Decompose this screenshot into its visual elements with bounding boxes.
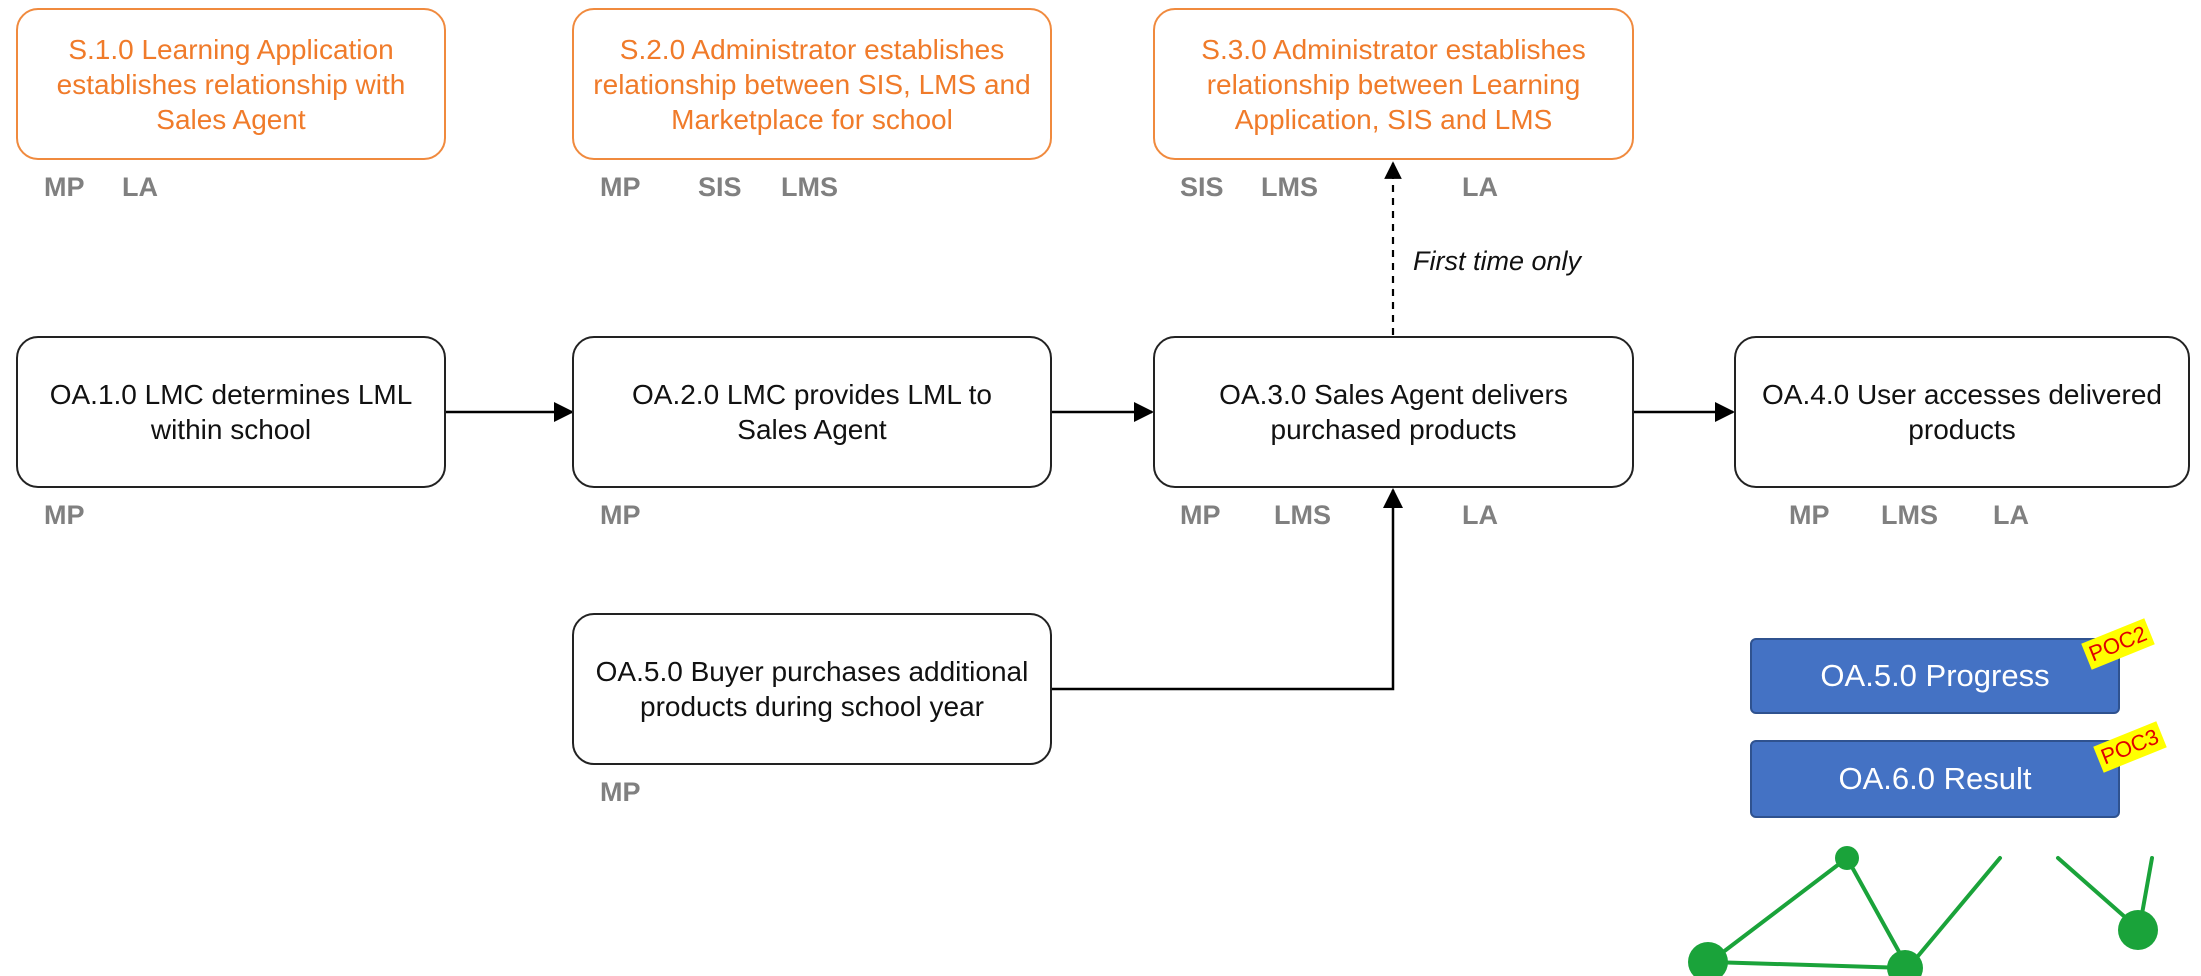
box-s2-0-line: relationship between SIS, LMS and [593, 68, 1031, 100]
system-tag: LA [1993, 500, 2029, 530]
box-oa4-0-line: products [1908, 414, 2016, 445]
oa6-result-label: OA.6.0 Result [1838, 761, 2032, 796]
first-time-only-label: First time only [1413, 246, 1582, 276]
system-tag: MP [1180, 500, 1221, 530]
box-oa3-0: OA.3.0 Sales Agent delivers purchased pr… [1153, 336, 1634, 488]
box-s1-0-line: establishes relationship with [56, 68, 406, 100]
system-tag: MP [44, 500, 85, 530]
tags-oa4-0: MP LMS LA [1789, 500, 2189, 534]
box-oa3-0-line: purchased products [1270, 414, 1517, 445]
system-tag: LA [1462, 172, 1498, 202]
box-s3-0: S.3.0 Administrator establishes relation… [1153, 8, 1634, 160]
tags-s1-0: MP LA [44, 172, 444, 206]
system-tag: MP [1789, 500, 1830, 530]
tags-oa2-0: MP [600, 500, 900, 534]
system-tag: LMS [781, 172, 838, 202]
box-oa5-0: OA.5.0 Buyer purchases additional produc… [572, 613, 1052, 765]
tags-s3-0: SIS LMS LA [1180, 172, 1580, 206]
box-oa2-0-line: Sales Agent [737, 414, 887, 445]
system-tag: MP [600, 500, 641, 530]
box-oa5-0-line: products during school year [640, 691, 984, 722]
box-oa1-0-line: OA.1.0 LMC determines LML [49, 379, 413, 410]
oa6-result-button[interactable]: OA.6.0 Result [1750, 740, 2120, 818]
tags-oa3-0: MP LMS LA [1180, 500, 1580, 534]
box-s1-0-line: S.1.0 Learning Application [68, 33, 394, 65]
system-tag: LMS [1881, 500, 1938, 530]
box-s1-0: S.1.0 Learning Application establishes r… [16, 8, 446, 160]
system-tag: MP [600, 777, 641, 807]
system-tag: MP [44, 172, 85, 202]
system-tag: SIS [1180, 172, 1224, 202]
system-tag: LA [122, 172, 158, 202]
box-oa1-0-line: within school [150, 414, 312, 445]
tags-oa1-0: MP [44, 500, 344, 534]
box-s2-0-line: S.2.0 Administrator establishes [619, 33, 1005, 65]
box-oa4-0-line: OA.4.0 User accesses delivered [1762, 379, 2162, 410]
box-oa5-0-line: OA.5.0 Buyer purchases additional [595, 656, 1029, 687]
oa5-progress-label: OA.5.0 Progress [1820, 658, 2050, 693]
box-s3-0-line: S.3.0 Administrator establishes [1201, 33, 1586, 65]
arrow-oa5-oa3 [1052, 488, 1403, 691]
box-s2-0: S.2.0 Administrator establishes relation… [572, 8, 1052, 160]
box-oa2-0-line: OA.2.0 LMC provides LML to [631, 379, 992, 410]
tags-oa5-0: MP [600, 777, 900, 811]
system-tag: LA [1462, 500, 1498, 530]
oa5-progress-button[interactable]: OA.5.0 Progress [1750, 638, 2120, 714]
box-s3-0-line: relationship between Learning [1206, 68, 1581, 100]
box-s1-0-line: Sales Agent [156, 103, 306, 135]
system-tag: SIS [698, 172, 742, 202]
system-tag: LMS [1261, 172, 1318, 202]
box-oa2-0: OA.2.0 LMC provides LML to Sales Agent [572, 336, 1052, 488]
box-oa3-0-line: OA.3.0 Sales Agent delivers [1219, 379, 1568, 410]
system-tag: MP [600, 172, 641, 202]
box-oa4-0: OA.4.0 User accesses delivered products [1734, 336, 2190, 488]
tags-s2-0: MP SIS LMS [600, 172, 1000, 206]
box-oa1-0: OA.1.0 LMC determines LML within school [16, 336, 446, 488]
system-tag: LMS [1274, 500, 1331, 530]
box-s2-0-line: Marketplace for school [671, 103, 953, 135]
box-s3-0-line: Application, SIS and LMS [1234, 103, 1553, 135]
